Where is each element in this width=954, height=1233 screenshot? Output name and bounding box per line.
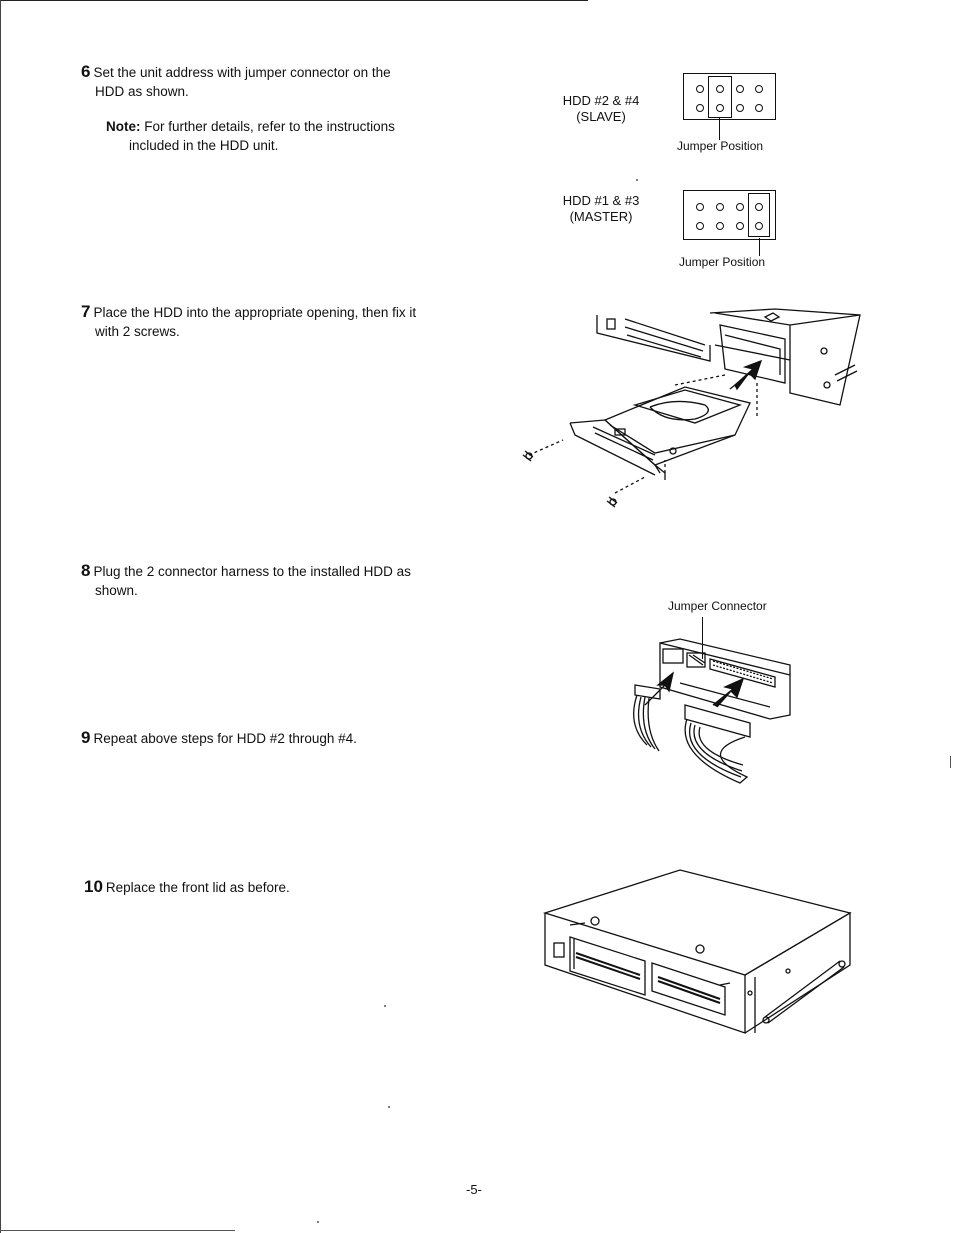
jumper-leader-line [759, 238, 760, 256]
jumper-leader-line [719, 118, 720, 140]
step-number: 10 [84, 877, 103, 896]
hdd-insertion-illustration [522, 308, 861, 508]
speck [636, 179, 638, 181]
speck [317, 1221, 319, 1223]
hdd-slave-line1: HDD #2 & #4 [562, 93, 640, 108]
hdd-master-line1: HDD #1 & #3 [562, 193, 640, 208]
note: Note: For further details, refer to the … [106, 117, 441, 155]
step-text: Repeat above steps for HDD #2 through #4… [93, 731, 357, 746]
note-text-continued: included in the HDD unit. [129, 138, 279, 153]
pin [755, 203, 763, 211]
pin [755, 104, 763, 112]
step-text: Set the unit address with jumper connect… [93, 65, 391, 80]
jumper-block-slave [683, 73, 776, 120]
pin [716, 203, 724, 211]
pin [696, 104, 704, 112]
pin [696, 222, 704, 230]
jumper-connector-leader-line [702, 617, 703, 659]
connector-harness-illustration [633, 638, 791, 784]
pin [736, 85, 744, 93]
jumper-connector-label: Jumper Connector [668, 599, 767, 613]
hdd-slave-label: HDD #2 & #4 (SLAVE) [553, 93, 649, 125]
closed-drive-unit-illustration [542, 869, 852, 1034]
jumper-cap [708, 76, 732, 118]
step-text: Replace the front lid as before. [105, 880, 290, 895]
step-text-continued: with 2 screws. [95, 324, 180, 339]
step-number: 9 [81, 728, 91, 747]
hdd-slave-line2: (SLAVE) [576, 109, 626, 124]
left-edge-rule [0, 0, 1, 1233]
speck [388, 1106, 390, 1108]
pin [736, 222, 744, 230]
pin [716, 104, 724, 112]
pin [696, 85, 704, 93]
step-text-continued: shown. [95, 583, 138, 598]
jumper-position-caption: Jumper Position [679, 255, 766, 269]
top-rule [0, 0, 588, 1]
page-number: -5- [466, 1182, 482, 1197]
pin [696, 203, 704, 211]
note-label: Note: [106, 119, 141, 134]
step-number: 8 [81, 561, 91, 580]
step-text: Place the HDD into the appropriate openi… [93, 305, 417, 320]
pin [716, 85, 724, 93]
step-number: 7 [81, 302, 91, 321]
jumper-block-master [683, 190, 776, 240]
pin [736, 104, 744, 112]
bottom-rule [0, 1230, 235, 1231]
pin [755, 85, 763, 93]
hdd-master-line2: (MASTER) [569, 209, 633, 224]
note-text: For further details, refer to the instru… [144, 119, 395, 134]
speck [384, 1005, 386, 1007]
pin [736, 203, 744, 211]
jumper-cap [748, 193, 770, 237]
right-edge-mark [950, 756, 951, 768]
step-text-continued: HDD as shown. [95, 84, 189, 99]
jumper-position-caption: Jumper Position [677, 139, 764, 153]
step-number: 6 [81, 62, 91, 81]
step-text: Plug the 2 connector harness to the inst… [93, 564, 411, 579]
hdd-master-label: HDD #1 & #3 (MASTER) [553, 193, 649, 225]
pin [716, 222, 724, 230]
pin [755, 222, 763, 230]
